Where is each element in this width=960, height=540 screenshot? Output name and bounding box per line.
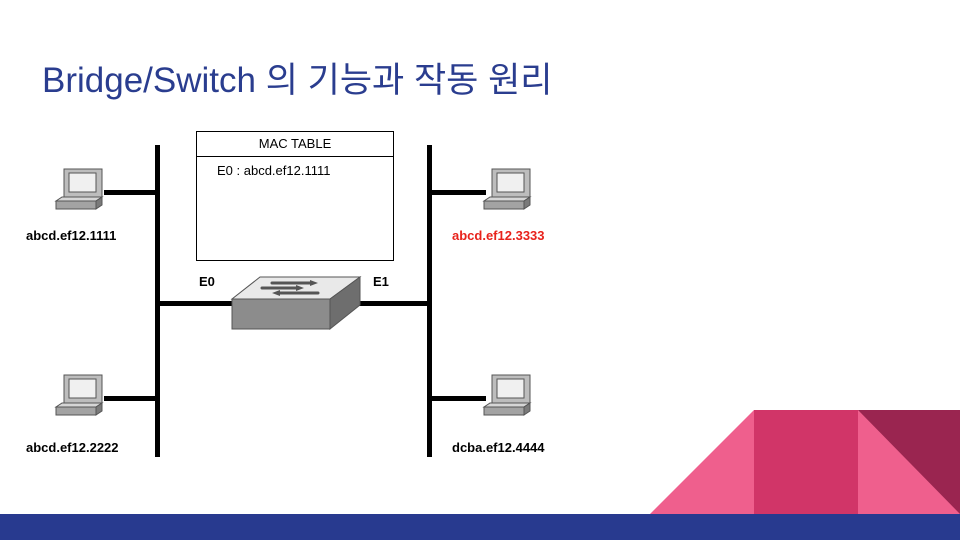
host-label-bottom-left: abcd.ef12.2222 (26, 440, 119, 455)
host-label-top-left: abcd.ef12.1111 (26, 228, 117, 243)
port-label-e1: E1 (373, 274, 389, 289)
desktop-computer-icon (54, 374, 104, 416)
link-top-left (104, 190, 157, 195)
network-switch-icon (230, 276, 362, 331)
desktop-computer-icon (54, 168, 104, 210)
corner-decoration (650, 410, 960, 514)
mac-table-entry: E0 : abcd.ef12.1111 (217, 163, 331, 178)
host-label-bottom-right: dcba.ef12.4444 (452, 440, 545, 455)
link-bottom-left (104, 396, 157, 401)
link-e1 (358, 301, 430, 306)
slide-title: Bridge/Switch 의 기능과 작동 원리 (42, 61, 553, 100)
desktop-computer-icon (482, 168, 532, 210)
footer-bar (0, 514, 960, 540)
link-top-right (430, 190, 486, 195)
mac-table: MAC TABLE E0 : abcd.ef12.1111 (196, 131, 394, 261)
desktop-computer-icon (482, 374, 532, 416)
port-label-e0: E0 (199, 274, 215, 289)
link-bottom-right (430, 396, 486, 401)
link-e0 (157, 301, 233, 306)
host-label-top-right: abcd.ef12.3333 (452, 228, 545, 243)
mac-table-header: MAC TABLE (197, 132, 393, 157)
